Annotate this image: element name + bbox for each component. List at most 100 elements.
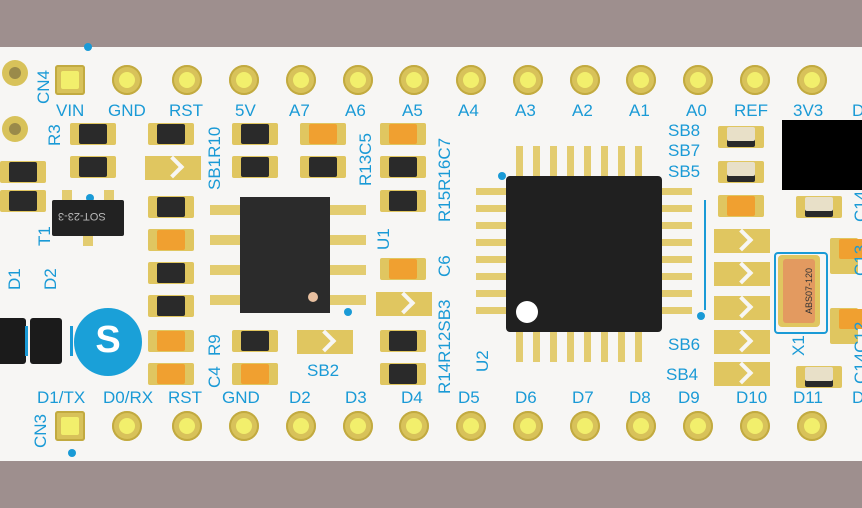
ic-u1 [240, 197, 330, 313]
refdes-label: SB2 [307, 361, 340, 380]
u2-pin [476, 239, 506, 246]
header-pin [229, 411, 259, 441]
capacitor [830, 238, 862, 274]
pin1-marker [308, 292, 318, 302]
capacitor [380, 258, 426, 280]
resistor [380, 363, 426, 385]
via [344, 308, 352, 316]
resistor [232, 156, 278, 178]
header-pin [112, 65, 142, 95]
redacted-block [782, 120, 862, 190]
mounting-hole [2, 60, 28, 86]
diode-d2 [25, 318, 73, 364]
resistor [232, 123, 278, 145]
header-pin [626, 65, 656, 95]
capacitor [300, 123, 346, 145]
refdes-label: SB6 [668, 335, 701, 354]
header-pin [399, 65, 429, 95]
header-pin [343, 411, 373, 441]
resistor [300, 156, 346, 178]
header-pin [55, 411, 85, 441]
solder-bridge [714, 262, 770, 286]
u1-pin [330, 235, 366, 245]
refdes-label: R13C5 [356, 133, 375, 186]
pin-label: D [852, 388, 862, 407]
u2-pin [601, 146, 608, 176]
header-pin [797, 411, 827, 441]
resistor [148, 262, 194, 284]
crystal-outline [774, 252, 828, 334]
pin-label: 3V3 [793, 101, 824, 120]
header-pin [456, 65, 486, 95]
header-pin [740, 65, 770, 95]
capacitor [148, 229, 194, 251]
u1-pin [330, 265, 366, 275]
u2-pin [635, 146, 642, 176]
u2-pin [476, 290, 506, 297]
header-pin [456, 411, 486, 441]
pin1-marker [516, 301, 538, 323]
refdes-label: C4 [205, 366, 224, 388]
capacitor [718, 195, 764, 217]
refdes-label: R9 [205, 334, 224, 356]
pin-label: D3 [345, 388, 367, 407]
pin-label: GND [222, 388, 260, 407]
pin-label: D9 [678, 388, 700, 407]
silk-line [704, 200, 706, 310]
header-pin [286, 411, 316, 441]
u1-pin [210, 265, 240, 275]
u2-pin [662, 188, 692, 195]
header-pin [286, 65, 316, 95]
refdes-label: C6 [435, 255, 454, 277]
solder-bridge [714, 362, 770, 386]
resistor [380, 330, 426, 352]
refdes-label: D1 [5, 268, 24, 290]
u2-pin [476, 273, 506, 280]
resistor [70, 156, 116, 178]
solder-bridge [376, 292, 432, 316]
connector-label: CN3 [31, 413, 50, 448]
u1-pin [330, 295, 366, 305]
pin-label: VIN [56, 101, 85, 120]
resistor [70, 123, 116, 145]
st-logo-icon: S [74, 308, 142, 376]
u2-pin [567, 332, 574, 362]
u2-pin [476, 256, 506, 263]
u2-pin [662, 290, 692, 297]
solder-bridge [145, 156, 201, 180]
transistor-t1: SOT-23-3 [52, 200, 124, 236]
resistor [380, 156, 426, 178]
u2-pin [533, 146, 540, 176]
u2-pin [567, 146, 574, 176]
via [498, 172, 506, 180]
resistor [718, 126, 764, 148]
pin-label: A1 [629, 101, 650, 120]
refdes-label: C14C12 [851, 321, 862, 384]
solder-bridge [714, 330, 770, 354]
pin-label: GND [108, 101, 146, 120]
u2-pin [533, 332, 540, 362]
refdes-label: C13 [851, 244, 862, 276]
u2-pin [476, 188, 506, 195]
refdes-label: SB1R10 [205, 126, 224, 190]
u2-pin [584, 332, 591, 362]
pin-label: D6 [515, 388, 537, 407]
header-pin [626, 411, 656, 441]
refdes-label: R14R12SB3 [435, 299, 454, 394]
resistor [380, 190, 426, 212]
u2-pin [618, 146, 625, 176]
pin-label: A3 [515, 101, 536, 120]
pin-label: D [852, 101, 862, 120]
capacitor [380, 123, 426, 145]
u2-pin [635, 332, 642, 362]
pin-label: D7 [572, 388, 594, 407]
pin-label: D4 [401, 388, 423, 407]
pin-label: RST [169, 101, 203, 120]
pin-label: REF [734, 101, 768, 120]
header-pin [683, 65, 713, 95]
u1-pin [330, 205, 366, 215]
capacitor [148, 330, 194, 352]
refdes-label: SB5 [668, 162, 701, 181]
via [86, 194, 94, 202]
logo-glyph: S [95, 319, 121, 361]
